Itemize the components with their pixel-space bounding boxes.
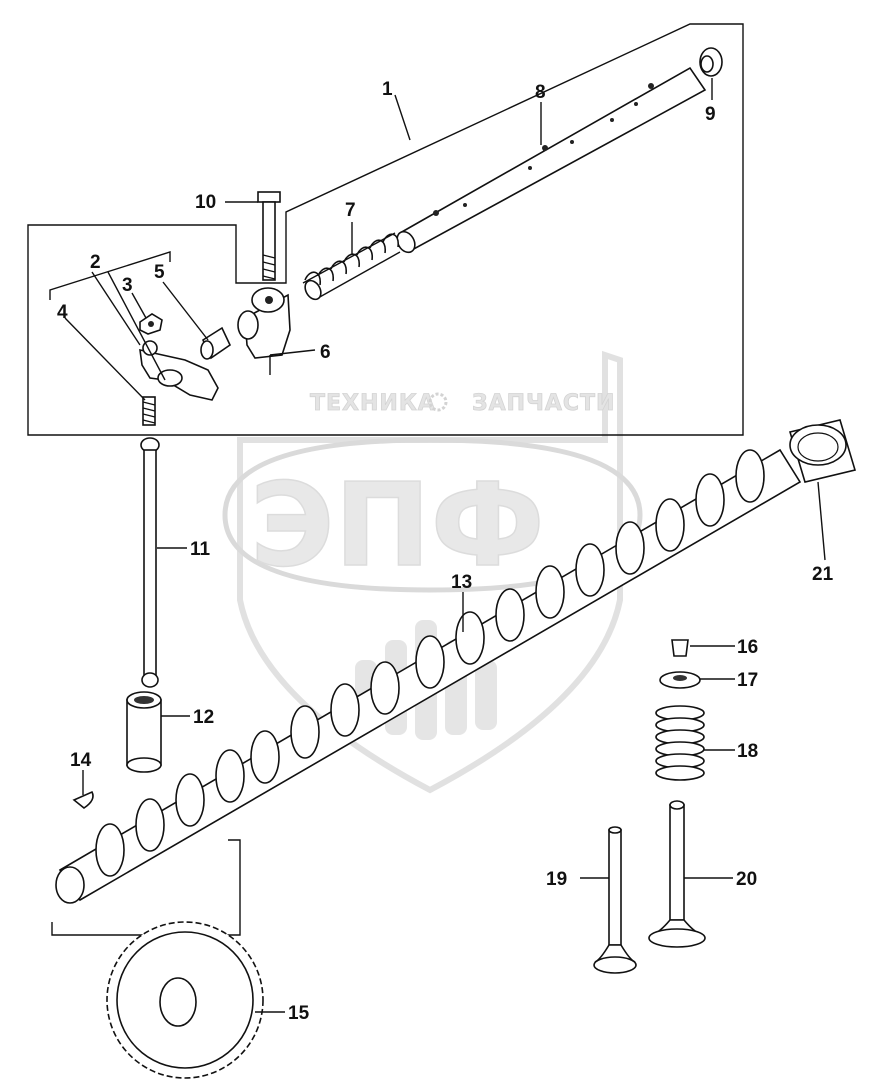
exhaust-valve (648, 800, 706, 948)
callout-4: 4 (57, 302, 68, 323)
callout-9: 9 (705, 104, 716, 125)
callout-19: 19 (546, 869, 567, 890)
rocker-arm (139, 340, 219, 401)
woodruff-key (72, 790, 94, 809)
shaft-spring (302, 232, 401, 301)
callout-labels: 1 2 3 4 5 6 7 8 9 10 11 12 13 14 15 16 1… (57, 79, 834, 1024)
callout-17: 17 (737, 670, 758, 691)
callout-10: 10 (195, 192, 216, 213)
callout-21: 21 (812, 564, 834, 585)
adjust-nut (139, 313, 163, 335)
callout-18: 18 (737, 741, 758, 762)
spring-retainer (659, 671, 701, 689)
bolt (257, 191, 281, 281)
intake-valve (593, 826, 637, 974)
watermark-logo: ЭПФ (250, 459, 545, 593)
callout-13: 13 (451, 572, 472, 593)
shaft-support (237, 287, 291, 359)
watermark-gear-icon (428, 392, 448, 412)
valve-collet (671, 639, 689, 657)
adjust-screw (142, 396, 156, 426)
callout-15: 15 (288, 1003, 310, 1024)
rocker-shaft-frame (27, 23, 744, 436)
callout-3: 3 (122, 275, 133, 296)
callout-20: 20 (736, 869, 757, 890)
camshaft (55, 448, 802, 904)
watermark-left-text: ТЕХНИКА (310, 391, 436, 416)
leader-lines (64, 78, 826, 1013)
callout-11: 11 (190, 539, 211, 560)
watermark-shield (237, 350, 623, 794)
valve-spring (655, 705, 705, 781)
callout-2: 2 (90, 252, 101, 273)
callout-6: 6 (320, 342, 331, 363)
tappet (126, 691, 162, 773)
callout-14: 14 (70, 750, 92, 771)
callout-12: 12 (193, 707, 214, 728)
watermark-oval (222, 437, 643, 593)
shaft-plug (699, 47, 723, 77)
rocker-shaft (396, 66, 707, 254)
cam-bushing (788, 419, 857, 483)
callout-8: 8 (535, 82, 546, 103)
rocker-arm-bracket (49, 251, 171, 300)
group-frames (27, 23, 744, 936)
watermark-right-text: ЗАПЧАСТИ (472, 391, 615, 416)
cam-gear (106, 921, 264, 1079)
callout-5: 5 (154, 262, 165, 283)
push-rod (140, 437, 160, 688)
callout-16: 16 (737, 637, 758, 658)
callout-7: 7 (345, 200, 356, 221)
rocker-bushing (200, 326, 232, 360)
callout-1: 1 (382, 79, 393, 100)
gear-bracket (51, 839, 241, 936)
